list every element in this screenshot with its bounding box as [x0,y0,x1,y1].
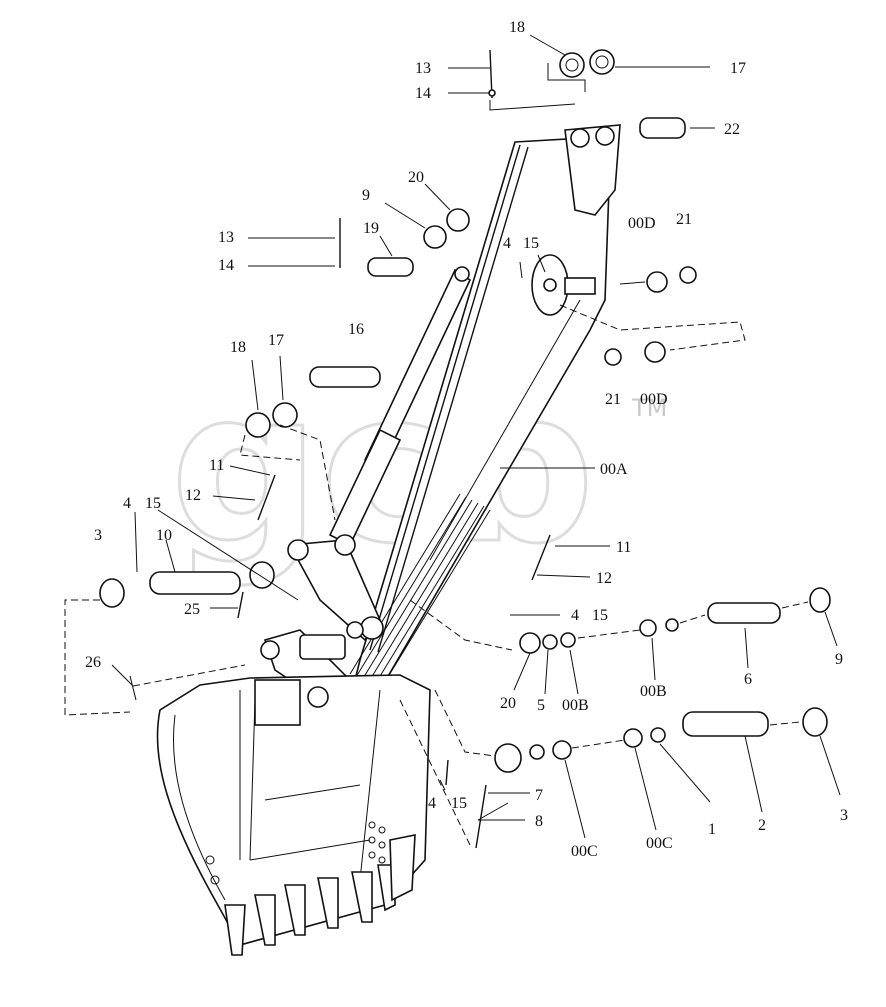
callout-5: 5 [537,697,545,714]
bucket [156,674,431,956]
callout-9-mid: 9 [362,187,370,204]
callout-20-mid: 20 [408,169,424,186]
callout-9-right: 9 [835,651,843,668]
exploded-parts [99,49,831,849]
callout-15-left: 15 [145,495,161,512]
callout-18-left: 18 [230,339,246,356]
callout-16: 16 [348,321,364,338]
callout-00D-upper: 00D [628,215,656,232]
callout-17-left: 17 [268,332,284,349]
callout-21-upper: 21 [676,211,692,228]
callout-00C-right: 00C [646,835,673,852]
arm-assembly [348,124,621,702]
callout-17-top: 17 [730,60,746,77]
callout-14-mid: 14 [218,257,234,274]
callout-1: 1 [708,821,716,838]
callout-15-right: 15 [592,607,608,624]
callout-21-lower: 21 [605,391,621,408]
callout-15-bottom: 15 [451,795,467,812]
callout-19: 19 [363,220,379,237]
callout-00D-lower: 00D [640,391,668,408]
callout-00B-right: 00B [640,683,667,700]
callout-10: 10 [156,527,172,544]
callout-00A: 00A [600,461,628,478]
callout-labels: 18 17 13 14 22 9 20 13 19 14 4 15 00D 21… [85,19,848,860]
callout-13-top: 13 [415,60,431,77]
callout-3-left: 3 [94,527,102,544]
callout-8: 8 [535,813,543,830]
callout-4-upper: 4 [503,235,511,252]
callout-00C-left: 00C [571,843,598,860]
leader-lines [64,34,841,846]
callout-7: 7 [535,787,543,804]
watermark-trademark: TM [631,394,667,422]
callout-18-top: 18 [509,19,525,36]
callout-00B-left: 00B [562,697,589,714]
callout-4-left: 4 [123,495,131,512]
callout-2: 2 [758,817,766,834]
callout-11-left: 11 [209,457,224,474]
callout-6: 6 [744,671,752,688]
callout-11-right: 11 [616,539,631,556]
callout-4-right: 4 [571,607,579,624]
callout-22: 22 [724,121,740,138]
callout-26: 26 [85,654,101,671]
callout-12-left: 12 [185,487,201,504]
callout-25: 25 [184,601,200,618]
callout-3-right: 3 [840,807,848,824]
callout-4-bottom: 4 [428,795,436,812]
callout-15-upper: 15 [523,235,539,252]
callout-20-lower: 20 [500,695,516,712]
bucket-cylinder [328,266,472,547]
callout-14-top: 14 [415,85,431,102]
callout-12-right: 12 [596,570,612,587]
callout-13-mid: 13 [218,229,234,246]
